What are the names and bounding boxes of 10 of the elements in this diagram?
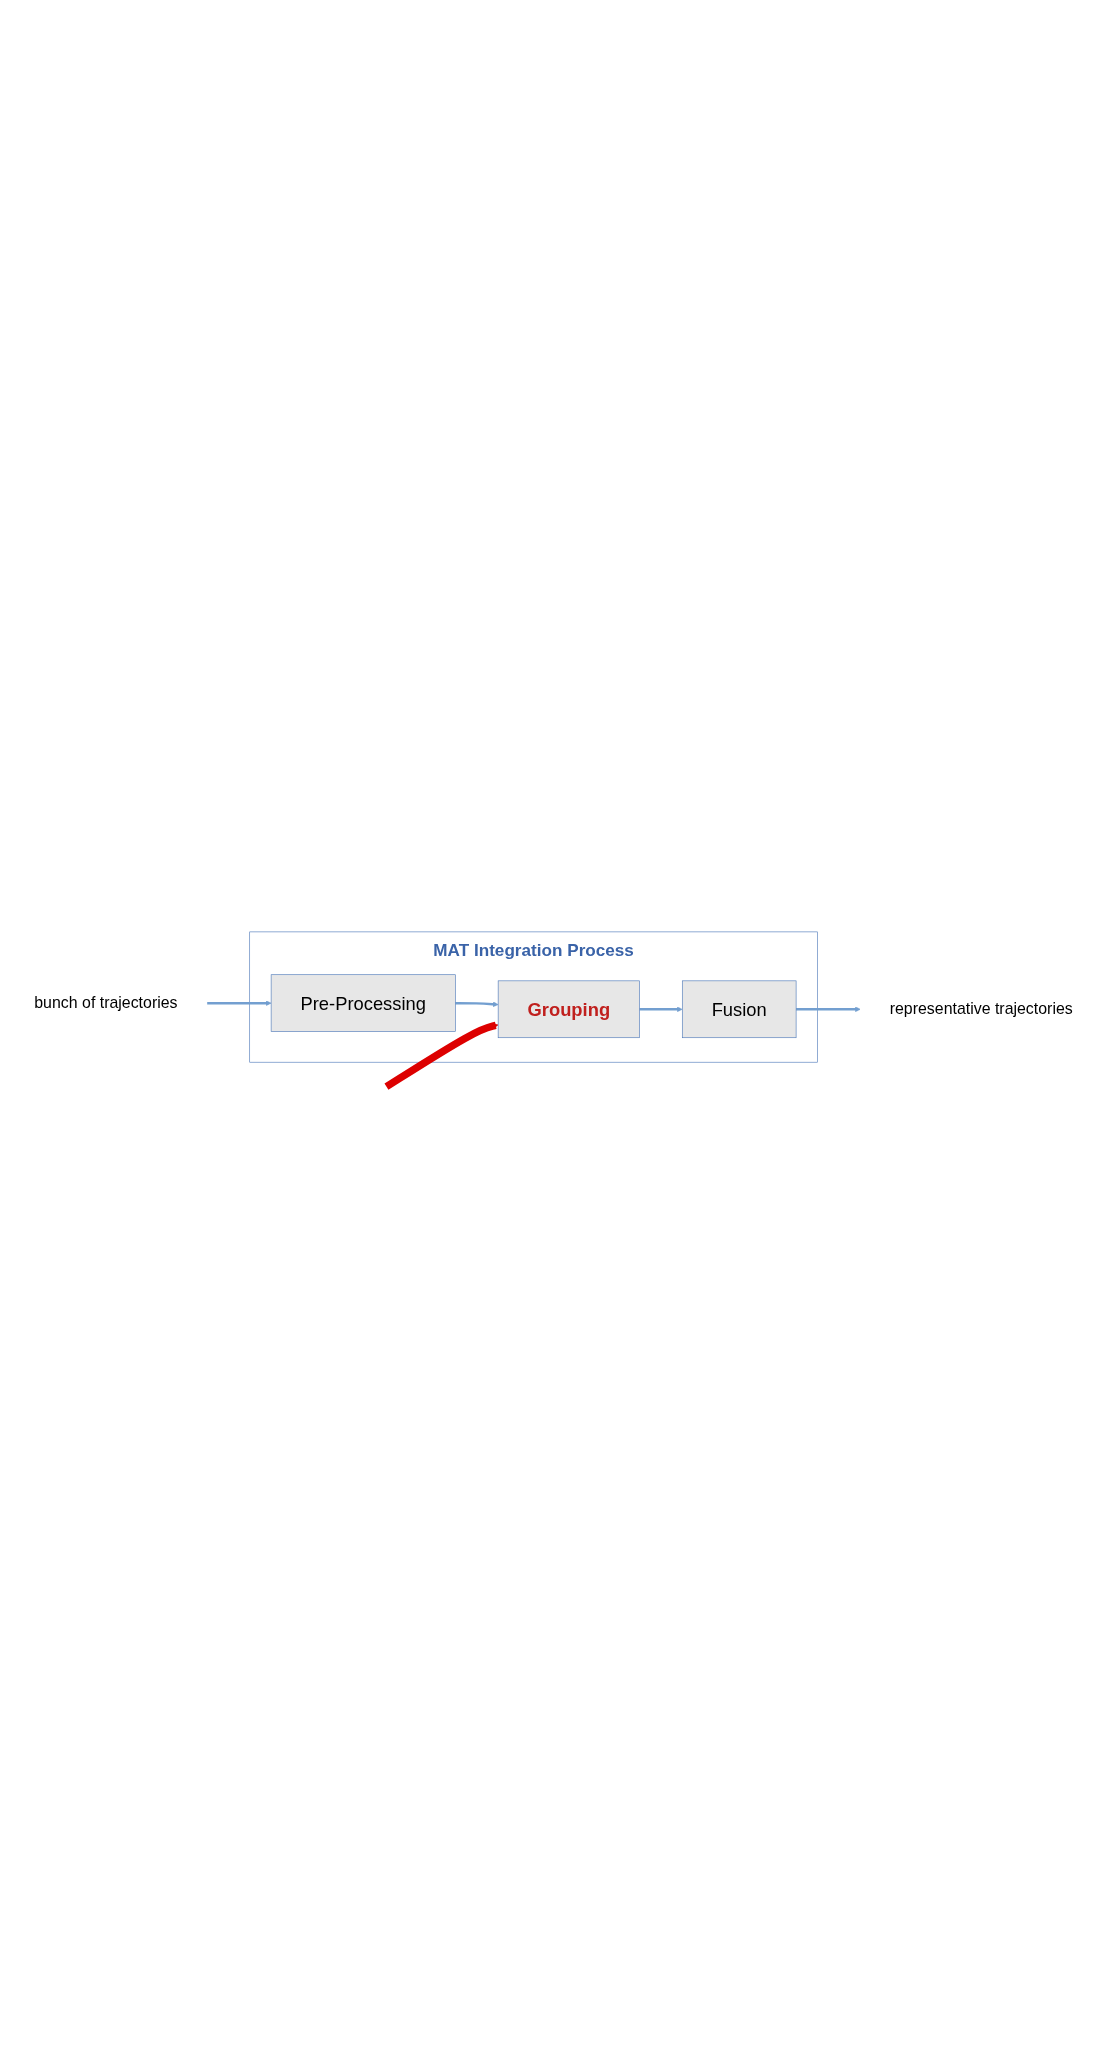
- node-text: representative trajectories: [889, 999, 1073, 1018]
- node-box: Grouping: [497, 980, 640, 1038]
- arrow: [639, 1006, 683, 1012]
- arrow: [796, 1006, 861, 1012]
- arrow: [384, 1021, 499, 1090]
- node-text: bunch of trajectories: [34, 993, 178, 1012]
- node-box: Pre-Processing: [270, 973, 456, 1032]
- arrow: [455, 1001, 499, 1007]
- node-box: Fusion: [682, 980, 797, 1038]
- arrow: [206, 1000, 272, 1006]
